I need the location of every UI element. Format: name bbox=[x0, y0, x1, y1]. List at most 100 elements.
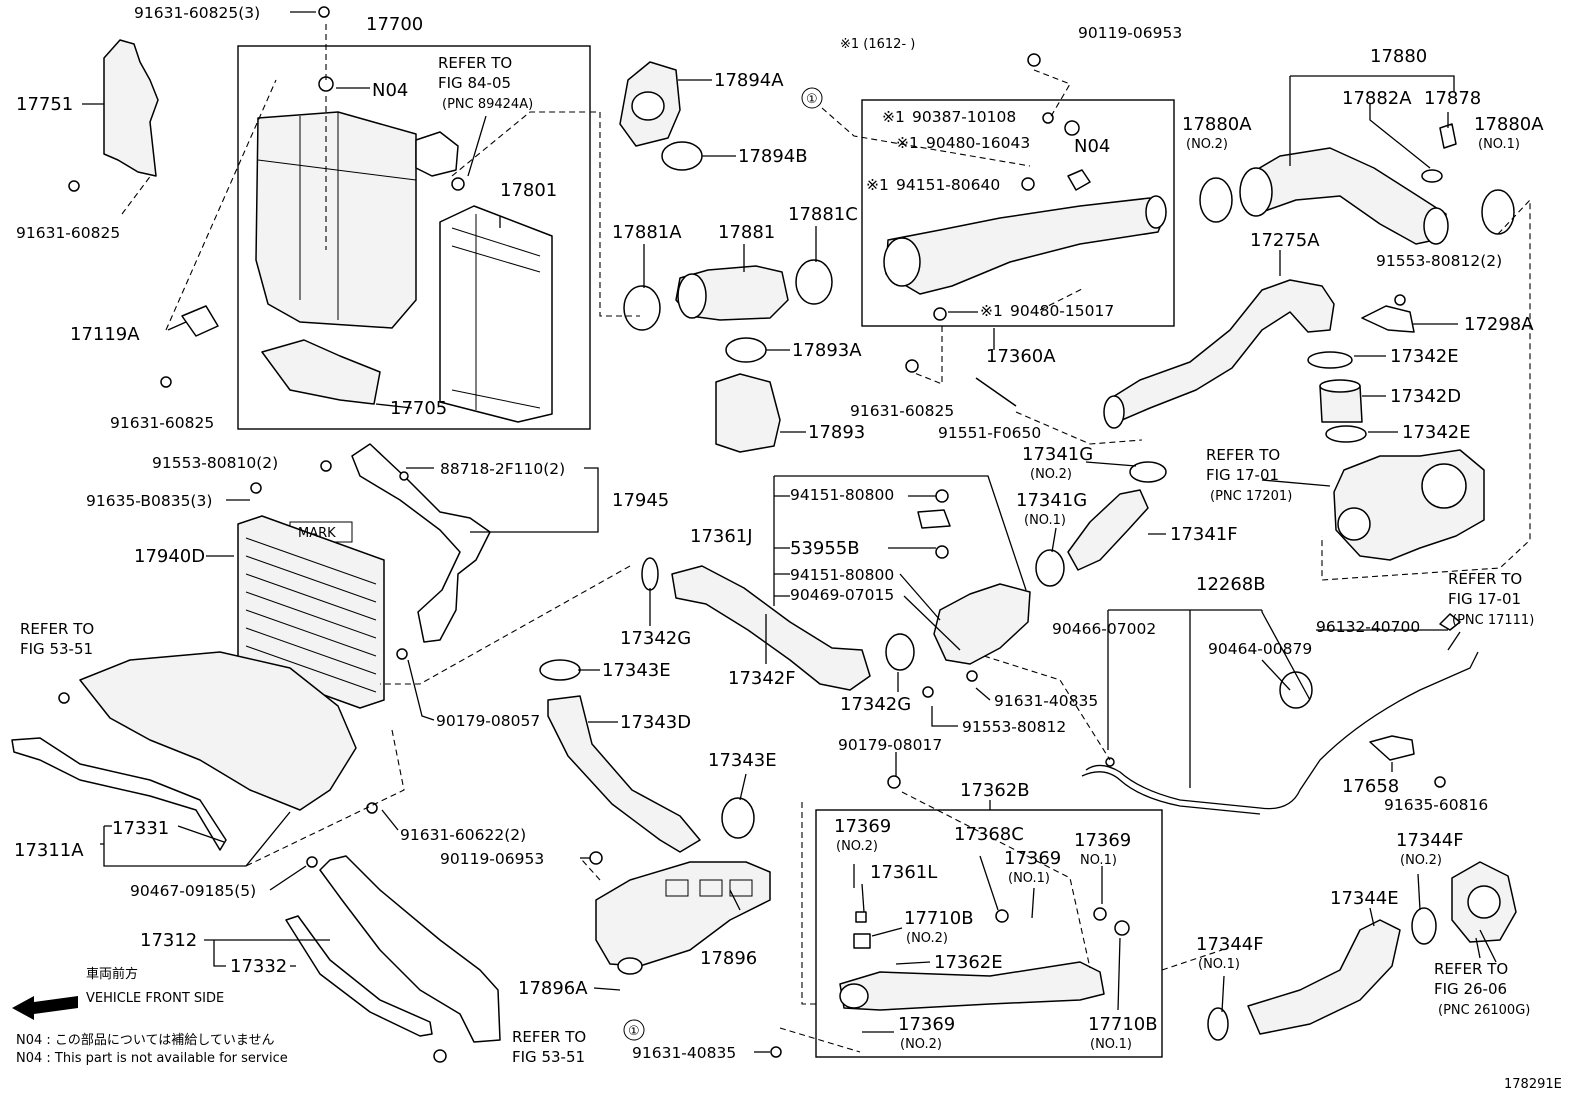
bolt-d bbox=[451, 177, 465, 191]
label-90480-15017: 90480-15017 bbox=[1010, 302, 1114, 320]
sublabel-17710B-no1: (NO.1) bbox=[1090, 1037, 1132, 1052]
bolt-e bbox=[1027, 53, 1041, 67]
label-17881A: 17881A bbox=[612, 222, 682, 243]
label-91631-40835-a: 91631-40835 bbox=[994, 692, 1098, 710]
label-53955B: 53955B bbox=[790, 538, 860, 559]
label-90464-00879: 90464-00879 bbox=[1208, 640, 1312, 658]
clip-88718 bbox=[399, 471, 409, 481]
label-17342G-a: 17342G bbox=[620, 628, 691, 649]
ref-refer-to-f: REFER TO bbox=[1434, 960, 1508, 978]
label-17361L: 17361L bbox=[870, 862, 937, 883]
clamp-17894B bbox=[661, 141, 703, 171]
label-17331: 17331 bbox=[112, 818, 169, 839]
bolt-60816 bbox=[1434, 776, 1446, 788]
clip-17882A bbox=[1421, 169, 1443, 183]
label-17343E-b: 17343E bbox=[708, 750, 777, 771]
label-90387-10108: 90387-10108 bbox=[912, 108, 1016, 126]
label-17312: 17312 bbox=[140, 930, 197, 951]
pipe-17362B-box bbox=[815, 809, 1163, 1058]
clamp-17881C bbox=[795, 259, 833, 305]
cover-hole-b bbox=[699, 879, 723, 897]
ring-17342E-a bbox=[1307, 351, 1353, 369]
label-17342G-b: 17342G bbox=[840, 694, 911, 715]
label-mark: MARK bbox=[298, 526, 336, 541]
vehicle-front-arrow-icon bbox=[12, 996, 78, 1020]
clamp-17341G-no2 bbox=[1129, 461, 1167, 483]
label-17341G-no2: 17341G bbox=[1022, 444, 1093, 465]
label-n04-b: N04 bbox=[1074, 136, 1110, 157]
pipe-17360A-box bbox=[861, 99, 1175, 327]
label-17893: 17893 bbox=[808, 422, 865, 443]
ref-fig-17-01-a: FIG 17-01 bbox=[1206, 466, 1279, 484]
fastener-c bbox=[1021, 177, 1035, 191]
clamp-17342G-a bbox=[641, 557, 659, 591]
label-17881C: 17881C bbox=[788, 204, 858, 225]
circle-marker-1-top bbox=[801, 87, 823, 109]
label-90467-09185-5: 90467-09185(5) bbox=[130, 882, 256, 900]
bolt-40835-a bbox=[966, 670, 978, 682]
label-17342E-a: 17342E bbox=[1390, 346, 1459, 367]
circle-marker-1-bottom-text: ① bbox=[628, 1024, 640, 1039]
legend-front-jp: 車両前方 bbox=[86, 966, 138, 982]
sublabel-17344F-no2: (NO.2) bbox=[1400, 853, 1442, 868]
diagram-id: 178291E bbox=[1504, 1077, 1562, 1092]
label-94151-80800-b: 94151-80800 bbox=[790, 566, 894, 584]
label-17940D: 17940D bbox=[134, 546, 205, 567]
part-17710B-no2 bbox=[853, 933, 871, 949]
cover-hole-a bbox=[665, 879, 689, 897]
pipe-17360A-end bbox=[883, 237, 921, 287]
label-17343D: 17343D bbox=[620, 712, 691, 733]
label-90480-16043: 90480-16043 bbox=[926, 134, 1030, 152]
fastener-d bbox=[933, 307, 947, 321]
label-12268B: 12268B bbox=[1196, 574, 1266, 595]
label-91635-B0835-3: 91635-B0835(3) bbox=[86, 492, 212, 510]
sublabel-pnc-17111: (PNC 17111) bbox=[1452, 613, 1534, 628]
hose-12268B-b bbox=[1081, 771, 1261, 815]
duct-17893 bbox=[715, 373, 781, 453]
throttle-bore bbox=[1467, 885, 1501, 919]
label-90466-07002: 90466-07002 bbox=[1052, 620, 1156, 638]
ref-refer-to-a: REFER TO bbox=[438, 54, 512, 72]
bolt-g bbox=[250, 482, 262, 494]
label-90119-06953-b: 90119-06953 bbox=[440, 850, 544, 868]
label-17710B-no2: 17710B bbox=[904, 908, 974, 929]
nut-90179-a bbox=[396, 648, 408, 660]
bolt-91553 bbox=[922, 686, 934, 698]
cover-17894A-hole bbox=[631, 91, 665, 121]
leader-lines bbox=[82, 11, 1497, 1053]
clamp-17344F-no2 bbox=[1411, 907, 1437, 945]
sublabel-pnc-26100G: (PNC 26100G) bbox=[1438, 1003, 1530, 1018]
nut-90179-b bbox=[887, 775, 901, 789]
label-17751: 17751 bbox=[16, 94, 73, 115]
hose-17880-end bbox=[1239, 167, 1273, 217]
clamp-17881A bbox=[623, 285, 661, 331]
bolt-40835-b bbox=[770, 1046, 782, 1058]
ring-17342E-b bbox=[1325, 425, 1367, 443]
label-17893A: 17893A bbox=[792, 340, 862, 361]
sublabel-pnc-89424A: (PNC 89424A) bbox=[442, 97, 533, 112]
label-17700: 17700 bbox=[366, 14, 423, 35]
clamp-17880A-no1 bbox=[1481, 189, 1515, 235]
sublabel-17369-no2-top: (NO.2) bbox=[836, 839, 878, 854]
label-17894B: 17894B bbox=[738, 146, 808, 167]
air-cleaner-case bbox=[255, 111, 417, 329]
sublabel-17369-no1-mid: (NO.1) bbox=[1008, 871, 1050, 886]
label-17361J: 17361J bbox=[690, 526, 753, 547]
sublabel-17344F-no1: (NO.1) bbox=[1198, 957, 1240, 972]
clamp-17880A-no2 bbox=[1199, 177, 1233, 223]
bolt-a bbox=[318, 6, 330, 18]
clamp-17893A bbox=[725, 337, 767, 363]
filter-detail bbox=[451, 214, 541, 410]
label-17878: 17878 bbox=[1424, 88, 1481, 109]
filter-17801 bbox=[439, 205, 553, 423]
label-17344F-no1: 17344F bbox=[1196, 934, 1264, 955]
label-94151-80800-a: 94151-80800 bbox=[790, 486, 894, 504]
bolt-F0650 bbox=[975, 377, 1017, 407]
label-90179-08017: 90179-08017 bbox=[838, 736, 942, 754]
legend-n04-jp: N04 : この部品については補給していません bbox=[16, 1033, 274, 1048]
clip-n04 bbox=[1067, 169, 1091, 191]
part-17361L bbox=[855, 911, 867, 923]
hose-17275A-end bbox=[1103, 395, 1125, 429]
pipe-17360A bbox=[885, 197, 1167, 295]
